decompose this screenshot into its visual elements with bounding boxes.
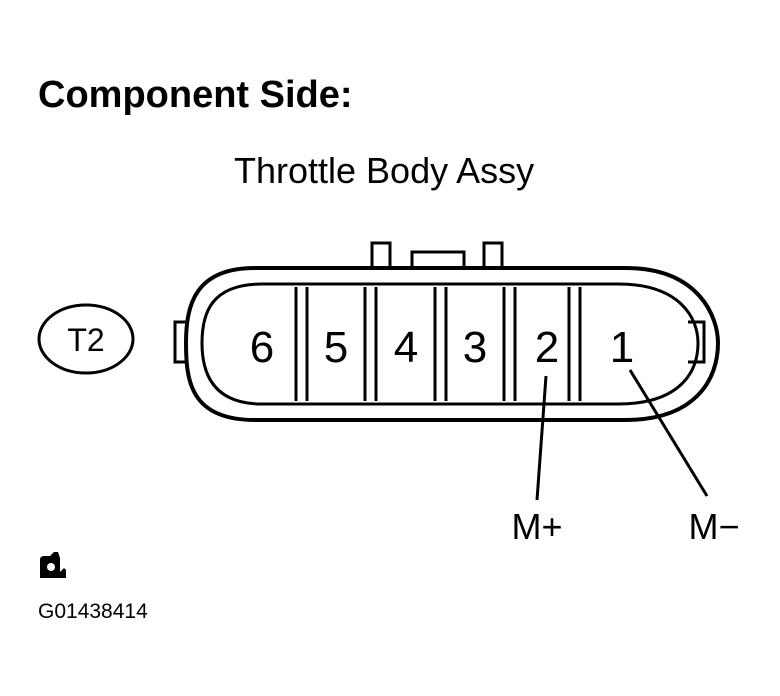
- m-plus-label: M+: [511, 506, 562, 547]
- pin-4-label: 4: [394, 323, 418, 372]
- throttle-body-title: Throttle Body Assy: [234, 150, 534, 191]
- component-side-heading: Component Side:: [38, 74, 353, 116]
- badge-oval: [37, 303, 135, 375]
- figure-id: G01438414: [38, 600, 148, 623]
- camera-icon: [40, 552, 66, 578]
- connector-housing: 6 5 4 3 2 1: [173, 241, 720, 422]
- pin-2-label: 2: [535, 323, 559, 372]
- leader-line-m-plus: [535, 375, 548, 501]
- connector-code-badge: T2: [37, 303, 135, 375]
- m-minus-label: M−: [688, 506, 739, 547]
- connector-inner-shell: [200, 282, 700, 406]
- pin-cavity-dividers: [294, 287, 582, 401]
- connector-outer-shell: [184, 266, 720, 422]
- pin-5-label: 5: [324, 323, 348, 372]
- top-latch: [370, 241, 504, 270]
- pin-3-label: 3: [463, 323, 487, 372]
- leader-line-m-minus: [628, 369, 709, 497]
- left-lug: [173, 320, 188, 364]
- pin-1-label: 1: [610, 323, 634, 372]
- pin-6-label: 6: [250, 323, 274, 372]
- connector-code-label: T2: [67, 322, 104, 358]
